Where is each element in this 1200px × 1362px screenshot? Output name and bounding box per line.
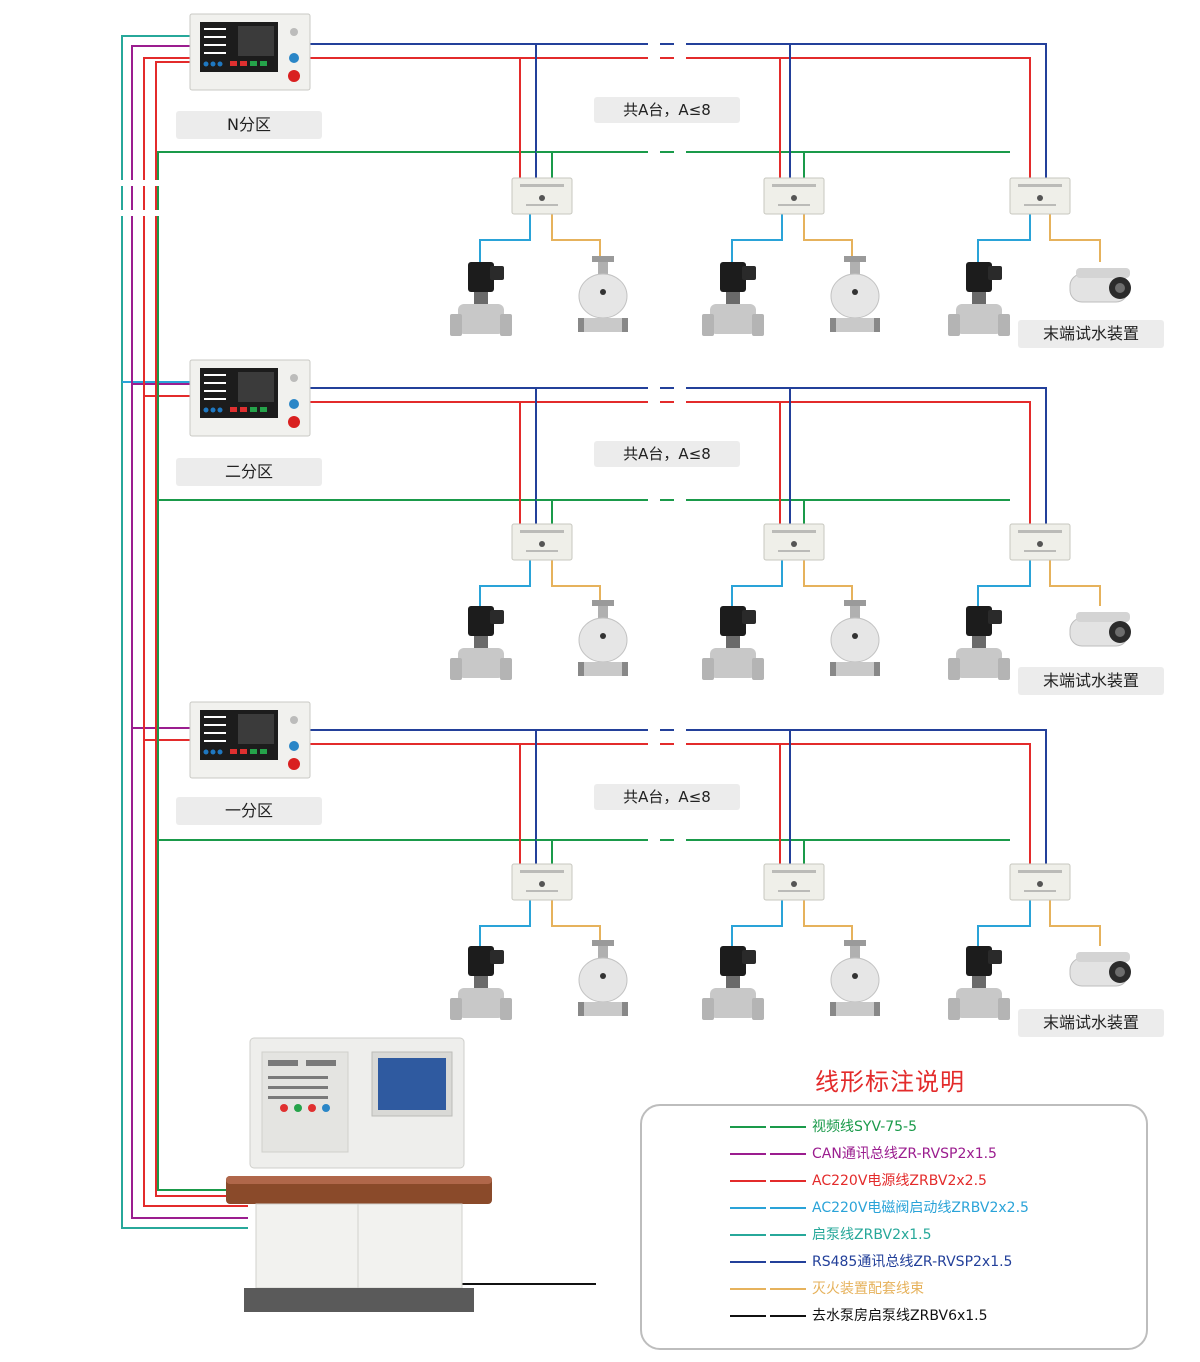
riser-can-bus	[131, 45, 248, 1219]
zone-label-2: 二分区	[176, 458, 322, 486]
legend-line-swatch	[730, 1288, 806, 1290]
end-test-label-1: 末端试水装置	[1018, 1009, 1164, 1037]
legend-line-swatch	[730, 1234, 806, 1236]
riser-cables	[112, 35, 1010, 1285]
end-test-label-n: 末端试水装置	[1018, 320, 1164, 348]
solenoid-valves	[450, 262, 1010, 1020]
legend-item-label: 去水泵房启泵线ZRBV6x1.5	[812, 1308, 988, 1324]
legend-item-label: AC220V电磁阀启动线ZRBV2x2.5	[812, 1200, 1029, 1216]
device-count-1: 共A台，A≤8	[594, 784, 740, 810]
legend-line-swatch	[730, 1126, 806, 1128]
legend-item-label: 视频线SYV-75-5	[812, 1119, 918, 1135]
legend-item-label: 灭火装置配套线束	[812, 1281, 924, 1297]
legend-item-label: CAN通讯总线ZR-RVSP2x1.5	[812, 1146, 997, 1162]
riser-power-b	[155, 61, 248, 1197]
legend-item-label: RS485通讯总线ZR-RVSP2x1.5	[812, 1254, 1013, 1270]
legend-line-swatch	[730, 1207, 806, 1209]
device-count-n: 共A台，A≤8	[594, 97, 740, 123]
zone-controller-n	[189, 13, 311, 91]
legend-line-swatch	[730, 1315, 806, 1317]
legend-line-swatch	[730, 1153, 806, 1155]
legend-title: 线形标注说明	[815, 1068, 965, 1096]
zone-controller-2	[189, 359, 311, 437]
device-drops	[479, 214, 1101, 946]
device-count-2: 共A台，A≤8	[594, 441, 740, 467]
main-console	[226, 1037, 492, 1312]
test-cameras	[1069, 267, 1132, 987]
legend-box: 视频线SYV-75-5 CAN通讯总线ZR-RVSP2x1.5 AC220V电源…	[640, 1104, 1148, 1350]
riser-power-1	[143, 57, 248, 1207]
riser-start-pump-line	[121, 35, 248, 1229]
legend-item-label: 启泵线ZRBV2x1.5	[812, 1227, 932, 1243]
riser-video	[157, 151, 1010, 1191]
end-test-label-2: 末端试水装置	[1018, 667, 1164, 695]
legend-item-label: AC220V电源线ZRBV2x2.5	[812, 1173, 987, 1189]
zone-label-1: 一分区	[176, 797, 322, 825]
legend-line-swatch	[730, 1261, 806, 1263]
zone-controller-1	[189, 701, 311, 779]
zone-label-n: N分区	[176, 111, 322, 139]
legend-line-swatch	[730, 1180, 806, 1182]
